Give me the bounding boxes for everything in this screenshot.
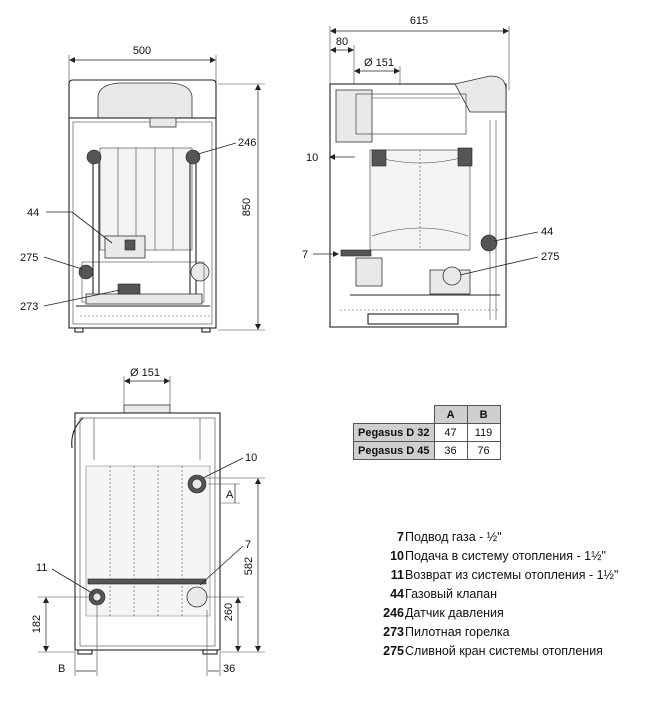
rear-offset-36: 36 xyxy=(223,663,235,675)
legend-item: 10 Подача в систему отопления - 1½" xyxy=(340,546,606,565)
legend-text: Подвод газа - ½" xyxy=(405,529,502,544)
side-depth-dim: 615 xyxy=(410,15,428,27)
rear-callout-11: 11 xyxy=(36,562,47,574)
legend-item: 246 Датчик давления xyxy=(340,603,504,622)
legend-text: Газовый клапан xyxy=(405,586,497,601)
side-callout-44: 44 xyxy=(541,226,553,238)
table-header-b: B xyxy=(466,405,501,424)
table-header-a: A xyxy=(433,405,468,424)
rear-callout-7: 7 xyxy=(245,539,251,551)
legend-code: 246 xyxy=(383,605,404,620)
side-offset-dim: 80 xyxy=(336,36,348,48)
dimension-table: A B Pegasus D 32 47 119 Pegasus D 45 36 … xyxy=(353,405,501,460)
side-callout-7: 7 xyxy=(302,249,308,261)
legend-text: Пилотная горелка xyxy=(405,624,510,639)
table-value-b: 119 xyxy=(466,423,501,442)
front-callout-273: 273 xyxy=(20,301,38,313)
legend-item: 7 Подвод газа - ½" xyxy=(340,527,502,546)
side-callout-10: 10 xyxy=(306,152,318,164)
table-row: Pegasus D 45 36 76 xyxy=(353,441,501,460)
legend-code: 10 xyxy=(390,548,404,563)
legend-code: 273 xyxy=(383,624,404,639)
rear-height-182: 182 xyxy=(31,615,43,633)
side-view: 615 80 Ø 151 10 xyxy=(302,15,559,328)
legend-list: 7 Подвод газа - ½" 10 Подача в систему о… xyxy=(340,527,619,660)
table-value-a: 47 xyxy=(433,423,468,442)
side-callout-275: 275 xyxy=(541,251,559,263)
table-value-a: 36 xyxy=(433,441,468,460)
table-row: Pegasus D 32 47 119 xyxy=(353,423,501,442)
rear-callout-10: 10 xyxy=(245,452,257,464)
table-model: Pegasus D 45 xyxy=(353,441,435,460)
table-corner xyxy=(354,406,435,424)
rear-label-a: A xyxy=(226,489,234,501)
front-callout-275: 275 xyxy=(20,252,38,264)
legend-code: 7 xyxy=(397,529,404,544)
legend-code: 11 xyxy=(390,567,404,582)
legend-item: 275 Сливной кран системы отопления xyxy=(340,641,603,660)
rear-height-582: 582 xyxy=(243,557,255,575)
legend-item: 273 Пилотная горелка xyxy=(340,622,509,641)
legend-text: Подача в систему отопления - 1½" xyxy=(405,548,606,563)
front-view: 500 850 xyxy=(20,45,265,333)
legend-item: 11 Возврат из системы отопления - 1½" xyxy=(340,565,619,584)
rear-height-260: 260 xyxy=(223,603,235,621)
rear-view: Ø 151 A 582 260 xyxy=(31,367,265,676)
rear-flue-diameter: Ø 151 xyxy=(130,367,160,379)
side-flue-diameter: Ø 151 xyxy=(364,57,394,69)
front-height-dim: 850 xyxy=(241,198,253,216)
front-callout-246: 246 xyxy=(238,137,256,149)
table-value-b: 76 xyxy=(466,441,501,460)
legend-item: 44 Газовый клапан xyxy=(340,584,497,603)
rear-label-b: B xyxy=(58,663,65,675)
front-callout-44: 44 xyxy=(27,207,39,219)
table-header-row: A B xyxy=(354,405,501,424)
legend-code: 44 xyxy=(390,586,404,601)
legend-text: Датчик давления xyxy=(405,605,504,620)
table-model: Pegasus D 32 xyxy=(353,423,435,442)
legend-text: Возврат из системы отопления - 1½" xyxy=(405,567,619,582)
legend-code: 275 xyxy=(383,643,404,658)
front-width-dim: 500 xyxy=(133,45,151,57)
legend-text: Сливной кран системы отопления xyxy=(405,643,603,658)
